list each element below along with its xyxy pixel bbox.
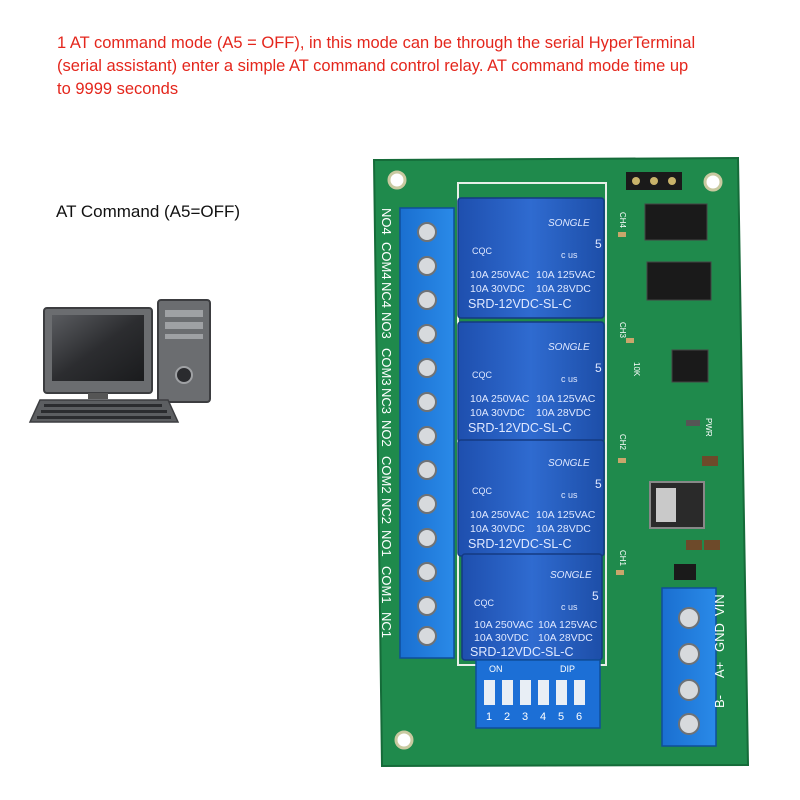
svg-text:5: 5 (595, 477, 602, 491)
terminal-labels: NO4 COM4 NC4 NO3 COM3 NC3 NO2 COM2 NC2 N… (379, 208, 394, 638)
svg-text:3: 3 (522, 711, 528, 723)
svg-text:A+: A+ (712, 662, 727, 678)
svg-text:CH2: CH2 (618, 434, 627, 451)
svg-text:CQC: CQC (472, 370, 493, 380)
svg-text:c us: c us (561, 602, 578, 612)
svg-text:PWR: PWR (704, 418, 713, 437)
dip-switch: ON DIP 1 2 3 4 5 6 (475, 659, 601, 729)
caption-line-2: (serial assistant) enter a simple AT com… (57, 57, 689, 75)
svg-text:SRD-12VDC-SL-C: SRD-12VDC-SL-C (468, 421, 572, 435)
svg-text:c us: c us (561, 250, 578, 260)
svg-text:5: 5 (558, 711, 564, 723)
power-terminal-screws (678, 607, 700, 735)
svg-text:ON: ON (489, 664, 503, 674)
label-no3: NO3 (379, 312, 394, 339)
svg-text:10A 250VAC: 10A 250VAC (470, 393, 530, 405)
label-no1: NO1 (379, 530, 394, 557)
mode-label: AT Command (A5=OFF) (56, 202, 241, 221)
terminal-screws (417, 222, 437, 646)
smd-components (616, 232, 720, 580)
label-com2: COM2 (379, 456, 394, 494)
svg-text:10A 30VDC: 10A 30VDC (470, 283, 525, 295)
mounting-hole (703, 172, 723, 192)
svg-text:10A 28VDC: 10A 28VDC (536, 283, 591, 295)
svg-text:CH4: CH4 (618, 212, 627, 229)
svg-text:10A 250VAC: 10A 250VAC (470, 509, 530, 521)
svg-text:4: 4 (540, 711, 546, 723)
computer-icon (28, 250, 228, 430)
svg-text:10A 125VAC: 10A 125VAC (536, 393, 596, 405)
svg-text:DIP: DIP (560, 664, 575, 674)
relay-1: SONGLE CQC 5 c us 10A 250VAC 10A 125VAC … (457, 197, 605, 319)
svg-text:GND: GND (712, 623, 727, 652)
label-nc1: NC1 (379, 612, 394, 638)
label-com1: COM1 (379, 566, 394, 604)
svg-text:VIN: VIN (712, 594, 727, 616)
channel-labels: CH4 CH3 CH2 CH1 PWR 10K (618, 212, 713, 567)
svg-text:CQC: CQC (472, 246, 493, 256)
svg-text:10A 28VDC: 10A 28VDC (536, 407, 591, 419)
svg-text:SONGLE: SONGLE (548, 342, 590, 353)
svg-text:10A 125VAC: 10A 125VAC (536, 269, 596, 281)
svg-text:10A 30VDC: 10A 30VDC (470, 523, 525, 535)
svg-text:SRD-12VDC-SL-C: SRD-12VDC-SL-C (470, 645, 574, 659)
svg-text:CQC: CQC (474, 598, 495, 608)
svg-text:SRD-12VDC-SL-C: SRD-12VDC-SL-C (468, 537, 572, 551)
svg-text:SONGLE: SONGLE (550, 570, 592, 581)
caption-line-1: 1 AT command mode (A5 = OFF), in this mo… (57, 34, 696, 52)
svg-text:c us: c us (561, 374, 578, 384)
svg-text:10A 250VAC: 10A 250VAC (470, 269, 530, 281)
svg-text:6: 6 (576, 711, 582, 723)
svg-text:CH1: CH1 (618, 550, 627, 567)
label-no4: NO4 (379, 208, 394, 235)
header-pins (626, 172, 682, 190)
label-nc4: NC4 (379, 282, 394, 308)
svg-text:1: 1 (486, 711, 492, 723)
mounting-hole (387, 170, 407, 190)
label-com3: COM3 (379, 348, 394, 386)
svg-text:5: 5 (595, 361, 602, 375)
svg-text:CQC: CQC (472, 486, 493, 496)
relay-3: SONGLE CQC 5 c us 10A 250VAC 10A 125VAC … (457, 439, 605, 557)
svg-text:SONGLE: SONGLE (548, 218, 590, 229)
svg-text:CH3: CH3 (618, 322, 627, 339)
label-no2: NO2 (379, 420, 394, 447)
svg-text:10A 125VAC: 10A 125VAC (538, 619, 598, 631)
svg-text:c us: c us (561, 490, 578, 500)
label-nc2: NC2 (379, 498, 394, 524)
svg-text:SRD-12VDC-SL-C: SRD-12VDC-SL-C (468, 297, 572, 311)
relay-4: SONGLE CQC 5 c us 10A 250VAC 10A 125VAC … (461, 553, 603, 661)
svg-text:10A 30VDC: 10A 30VDC (470, 407, 525, 419)
svg-text:2: 2 (504, 711, 510, 723)
svg-text:10A 30VDC: 10A 30VDC (474, 632, 529, 644)
svg-text:5: 5 (592, 589, 599, 603)
mounting-hole (394, 730, 414, 750)
svg-text:10A 250VAC: 10A 250VAC (474, 619, 534, 631)
relay-2: SONGLE CQC 5 c us 10A 250VAC 10A 125VAC … (457, 321, 605, 443)
svg-text:B-: B- (712, 695, 727, 708)
caption-line-3: to 9999 seconds (57, 80, 179, 98)
svg-text:10A 28VDC: 10A 28VDC (538, 632, 593, 644)
label-nc3: NC3 (379, 388, 394, 414)
power-terminal-labels: B- A+ GND VIN (712, 594, 727, 708)
svg-text:10K: 10K (632, 362, 641, 377)
label-com4: COM4 (379, 242, 394, 280)
svg-text:5: 5 (595, 237, 602, 251)
caption-text: 1 AT command mode (A5 = OFF), in this mo… (57, 32, 777, 101)
svg-text:10A 28VDC: 10A 28VDC (536, 523, 591, 535)
svg-text:SONGLE: SONGLE (548, 458, 590, 469)
ic-chips (644, 203, 712, 529)
svg-text:10A 125VAC: 10A 125VAC (536, 509, 596, 521)
